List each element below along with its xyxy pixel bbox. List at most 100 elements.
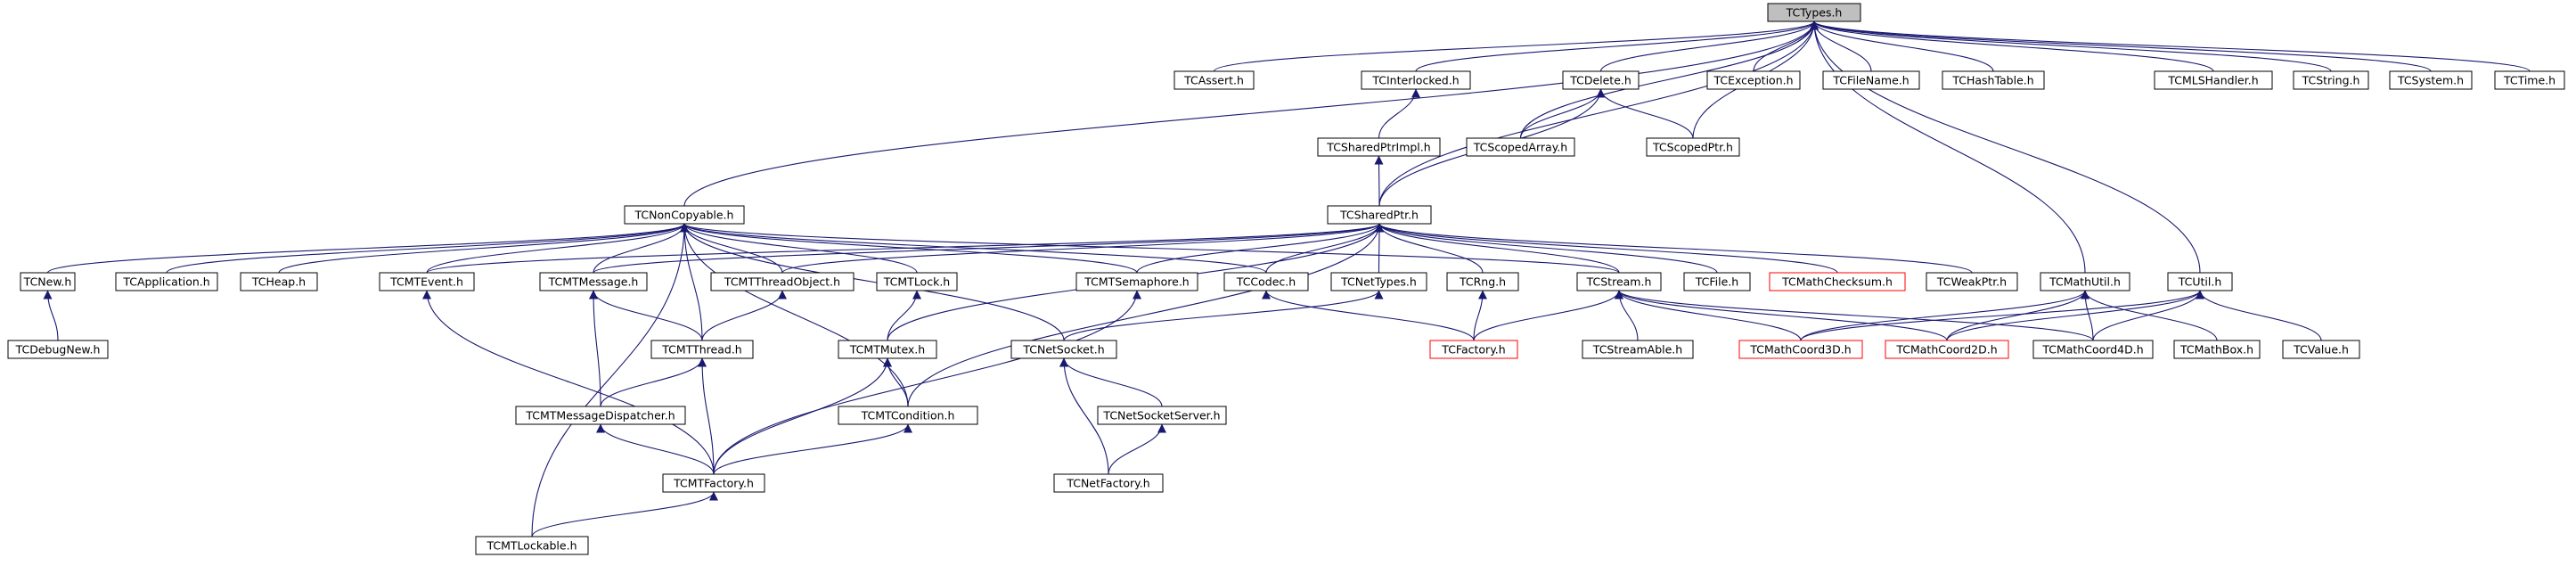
node-mtlockable[interactable]: TCMTLockable.h: [475, 536, 589, 555]
node-netfactory[interactable]: TCNetFactory.h: [1053, 473, 1164, 493]
node-box: [1767, 3, 1861, 22]
edge-heap-to-noncopy: [278, 223, 689, 274]
node-mathbox[interactable]: TCMathBox.h: [2173, 340, 2261, 359]
edge-interlocked-to-types: [1415, 21, 1819, 72]
node-box: [2494, 70, 2565, 90]
node-label: TCHeap.h: [251, 275, 306, 289]
node-box: [1223, 272, 1309, 291]
node-system[interactable]: TCSystem.h: [2389, 70, 2473, 90]
node-label: TCNetSocket.h: [1022, 343, 1104, 357]
node-factory[interactable]: TCFactory.h: [1429, 340, 1518, 359]
node-label: TCStreamAble.h: [1592, 343, 1682, 357]
edge-delete-to-types: [1599, 21, 1819, 72]
node-label: TCMathUtil.h: [2049, 275, 2121, 289]
node-nettypes[interactable]: TCNetTypes.h: [1330, 272, 1427, 291]
node-rng[interactable]: TCRng.h: [1446, 272, 1519, 291]
edge-mathcoord4d-to-util: [2092, 290, 2204, 341]
node-label: TCMTFactory.h: [673, 477, 754, 490]
edge-mtfactory-to-mtevent: [422, 290, 715, 475]
node-util[interactable]: TCUtil.h: [2167, 272, 2233, 291]
node-netsocket[interactable]: TCNetSocket.h: [1010, 340, 1117, 359]
node-label: TCMathCoord3D.h: [1749, 343, 1851, 357]
node-sharedptrimpl[interactable]: TCSharedPtrImpl.h: [1317, 137, 1441, 157]
node-label: TCMTSemaphore.h: [1084, 275, 1189, 289]
node-label: TCMTThreadObject.h: [724, 275, 840, 289]
node-file[interactable]: TCFile.h: [1683, 272, 1751, 291]
node-label: TCNonCopyable.h: [634, 209, 734, 222]
edge-string-to-types: [1810, 21, 2332, 72]
node-label: TCInterlocked.h: [1371, 74, 1459, 87]
edge-weakptr-to-sharedptr: [1375, 223, 1973, 274]
node-label: TCNetFactory.h: [1066, 477, 1149, 490]
edge-noncopy-to-types: [683, 21, 1819, 207]
node-mtthreadobject[interactable]: TCMTThreadObject.h: [710, 272, 855, 291]
node-mathcoord3d[interactable]: TCMathCoord3D.h: [1738, 340, 1863, 359]
node-label: TCApplication.h: [122, 275, 209, 289]
edge-netsocket-to-nettypes: [1063, 290, 1384, 341]
node-mtsemaphore[interactable]: TCMTSemaphore.h: [1075, 272, 1198, 291]
node-hashtable[interactable]: TCHashTable.h: [1942, 70, 2045, 90]
node-label: TCNetTypes.h: [1340, 275, 1417, 289]
node-time[interactable]: TCTime.h: [2494, 70, 2565, 90]
edge-codec-to-sharedptr: [1265, 223, 1384, 274]
node-filename[interactable]: TCFileName.h: [1822, 70, 1920, 90]
edge-value-to-util: [2196, 290, 2322, 341]
node-label: TCMTCondition.h: [861, 409, 955, 422]
node-scopedarray[interactable]: TCScopedArray.h: [1466, 137, 1575, 157]
node-box: [1053, 473, 1164, 493]
node-mtfactory[interactable]: TCMTFactory.h: [662, 473, 765, 493]
node-value[interactable]: TCValue.h: [2282, 340, 2360, 359]
edge-util-to-types: [1810, 21, 2201, 274]
node-mlshandler[interactable]: TCMLSHandler.h: [2154, 70, 2273, 90]
node-stream[interactable]: TCStream.h: [1576, 272, 1662, 291]
node-interlocked[interactable]: TCInterlocked.h: [1361, 70, 1471, 90]
node-box: [2040, 272, 2130, 291]
node-sharedptr[interactable]: TCSharedPtr.h: [1327, 205, 1432, 225]
edge-mathcoord3d-to-util: [1800, 290, 2204, 341]
edge-mathcoord3d-to-mathutil: [1800, 290, 2089, 341]
node-debugnew[interactable]: TCDebugNew.h: [7, 340, 109, 359]
node-noncopy[interactable]: TCNonCopyable.h: [624, 205, 745, 225]
edge-mtthread-to-mtthreadobject: [701, 290, 787, 341]
node-scopedptr[interactable]: TCScopedPtr.h: [1646, 137, 1740, 157]
node-new[interactable]: TCNew.h: [20, 272, 76, 291]
node-mathchecksum[interactable]: TCMathChecksum.h: [1769, 272, 1906, 291]
node-string[interactable]: TCString.h: [2293, 70, 2369, 90]
edge-mtcondition-to-mtmutex: [883, 357, 909, 407]
node-mtevent[interactable]: TCMTEvent.h: [379, 272, 475, 291]
node-netsocketserver[interactable]: TCNetSocketServer.h: [1097, 406, 1227, 425]
node-mathutil[interactable]: TCMathUtil.h: [2040, 272, 2130, 291]
node-box: [1885, 340, 2009, 359]
node-heap[interactable]: TCHeap.h: [240, 272, 318, 291]
edge-mathutil-to-types: [1810, 21, 2086, 274]
node-mtthread[interactable]: TCMTThread.h: [650, 340, 754, 359]
edge-mtthread-to-mtmessage: [589, 290, 703, 341]
node-weakptr[interactable]: TCWeakPtr.h: [1926, 272, 2018, 291]
node-label: TCMTThread.h: [661, 343, 741, 357]
edge-mathbox-to-mathutil: [2081, 290, 2218, 341]
node-mtcondition[interactable]: TCMTCondition.h: [838, 406, 978, 425]
edge-mtlockable-to-noncopy: [531, 223, 689, 537]
node-codec[interactable]: TCCodec.h: [1223, 272, 1309, 291]
node-mtmessage[interactable]: TCMTMessage.h: [539, 272, 648, 291]
edge-netfactory-to-netsocketserver: [1108, 423, 1166, 475]
node-delete[interactable]: TCDelete.h: [1562, 70, 1640, 90]
node-box: [1942, 70, 2045, 90]
node-mtlock[interactable]: TCMTLock.h: [876, 272, 958, 291]
node-box: [115, 272, 218, 291]
edge-mathcoord3d-to-stream: [1615, 290, 1802, 341]
node-mtmessagedispatcher[interactable]: TCMTMessageDispatcher.h: [515, 406, 686, 425]
node-label: TCStream.h: [1586, 275, 1652, 289]
node-mathcoord4d[interactable]: TCMathCoord4D.h: [2032, 340, 2154, 359]
edge-sharedptr-to-sharedptrimpl: [1374, 155, 1384, 207]
node-label: TCMTLock.h: [883, 275, 950, 289]
node-assert[interactable]: TCAssert.h: [1174, 70, 1255, 90]
edge-netsocket-to-noncopy: [680, 223, 1065, 341]
node-application[interactable]: TCApplication.h: [115, 272, 218, 291]
node-box: [7, 340, 109, 359]
node-mathcoord2d[interactable]: TCMathCoord2D.h: [1885, 340, 2009, 359]
node-streamable[interactable]: TCStreamAble.h: [1582, 340, 1694, 359]
node-exception[interactable]: TCException.h: [1706, 70, 1801, 90]
node-mtmutex[interactable]: TCMTMutex.h: [838, 340, 937, 359]
